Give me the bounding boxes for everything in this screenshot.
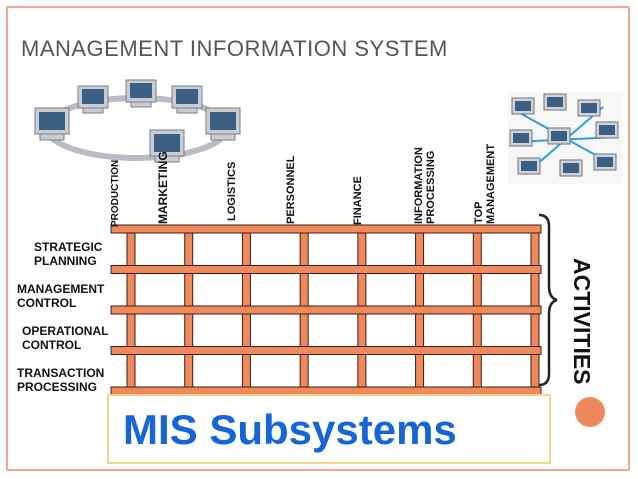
computer-network-icon: [508, 92, 623, 184]
row-label-management-control: MANAGEMENT CONTROL: [17, 282, 105, 311]
activities-brace: [538, 213, 558, 387]
mis-subsystems-banner: MIS Subsystems: [107, 394, 551, 464]
slide-title: MANAGEMENT INFORMATION SYSTEM: [21, 36, 448, 61]
column-label-production: PRODUCTION: [110, 159, 121, 227]
column-label-marketing: MARKETING: [156, 151, 170, 224]
row-bar: [110, 224, 542, 234]
column-label-finance: FINANCE: [352, 176, 364, 225]
activities-label: ACTIVITIES: [569, 258, 595, 385]
column-label-top-management: TOP MANAGEMENT: [473, 143, 497, 224]
computer-network-icon: [34, 79, 241, 163]
column-label-information-processing: INFORMATION PROCESSING: [413, 147, 437, 224]
column-label-logistics: LOGISTICS: [226, 161, 238, 221]
row-label-transaction-processing: TRANSACTION PROCESSING: [17, 366, 105, 395]
row-label-operational-control: OPERATIONAL CONTROL: [22, 324, 109, 353]
column-label-personnel: PERSONNEL: [285, 155, 297, 224]
row-bar: [110, 305, 542, 315]
row-label-strategic-planning: STRATEGIC PLANNING: [34, 240, 103, 269]
accent-dot: [575, 397, 605, 427]
row-bar: [110, 265, 542, 274]
row-bar: [110, 346, 542, 355]
mis-subsystems-title: MIS Subsystems: [123, 406, 457, 453]
slide-border: [6, 6, 630, 471]
